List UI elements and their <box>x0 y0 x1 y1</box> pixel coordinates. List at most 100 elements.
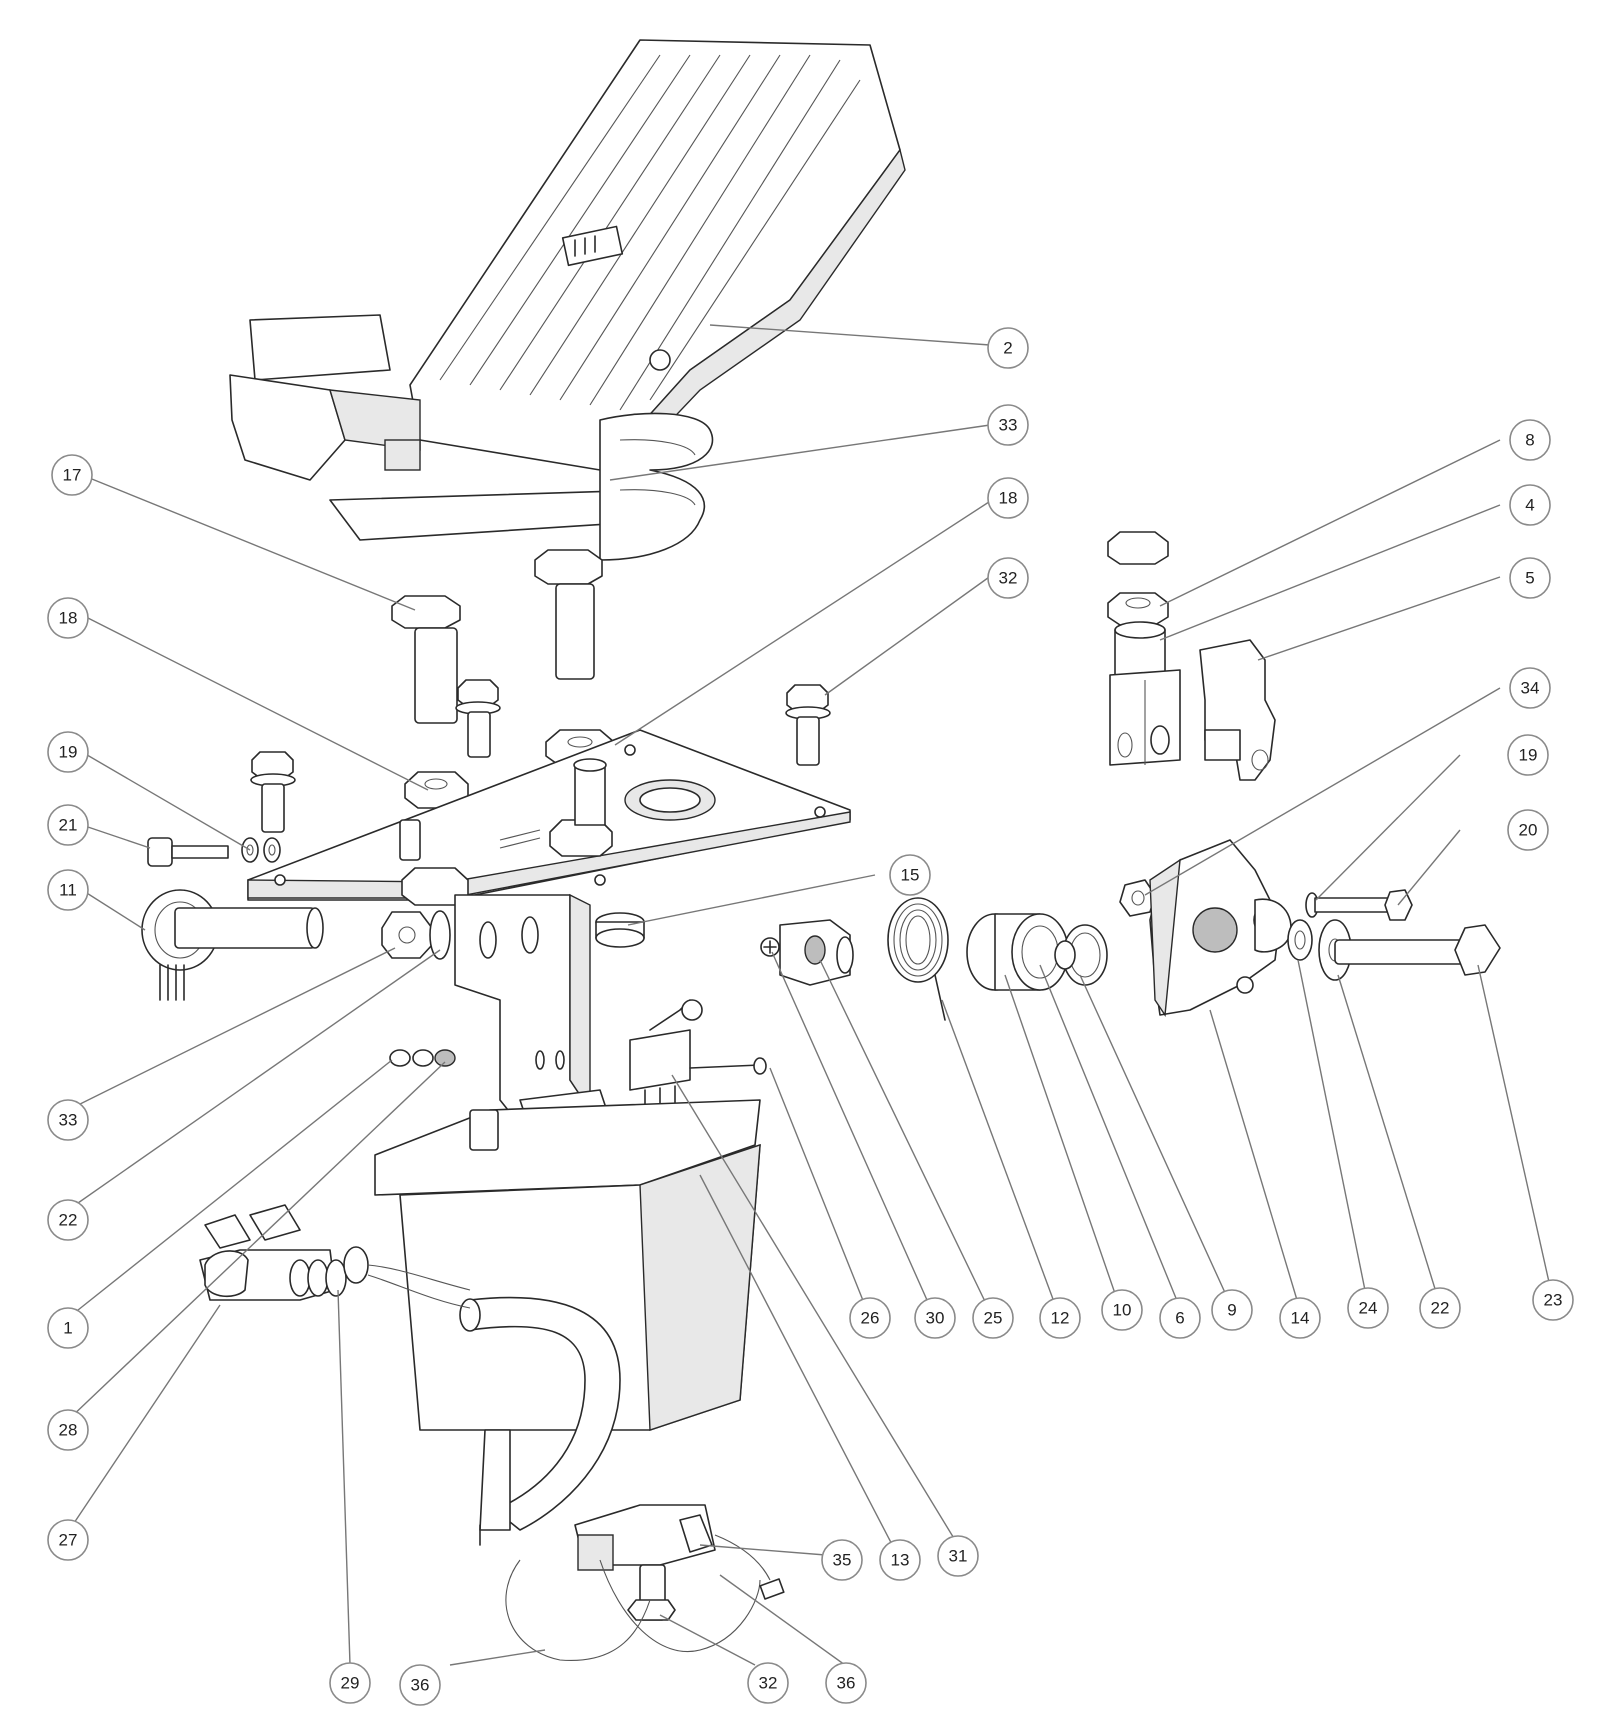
callout-circle <box>1211 1289 1253 1331</box>
callout-circle <box>1507 809 1549 851</box>
callout-label: 2 <box>1003 339 1012 358</box>
callout-label: 20 <box>1519 821 1538 840</box>
flange-bolt-left <box>250 751 296 833</box>
callout-label: 30 <box>926 1309 945 1328</box>
callout-12: 12 <box>1039 1297 1081 1339</box>
callout-31: 31 <box>937 1535 979 1577</box>
callout-28: 28 <box>47 1409 89 1451</box>
callout-9: 9 <box>1211 1289 1253 1331</box>
callout-10: 10 <box>1101 1289 1143 1331</box>
callout-13: 13 <box>879 1539 921 1581</box>
callout-label: 35 <box>833 1551 852 1570</box>
callout-label: 31 <box>949 1547 968 1566</box>
nut-8 <box>1107 592 1169 626</box>
lever-5 <box>1199 639 1276 781</box>
brand-logo <box>561 225 624 267</box>
callout-label: 33 <box>999 416 1018 435</box>
callout-32: 32 <box>747 1662 789 1704</box>
callout-circle <box>1159 1297 1201 1339</box>
callout-29: 29 <box>329 1662 371 1704</box>
bushing-10 <box>966 913 1069 991</box>
flange-bolt-small <box>455 679 501 758</box>
callout-label: 17 <box>63 466 82 485</box>
potentiometer <box>141 889 324 1001</box>
callout-circle <box>972 1297 1014 1339</box>
nut-34 <box>1119 879 1156 917</box>
callout-circle <box>47 1199 89 1241</box>
callout-32: 32 <box>987 557 1029 599</box>
leader-lines <box>67 324 1554 1666</box>
callout-17: 17 <box>51 454 93 496</box>
callout-label: 4 <box>1525 496 1534 515</box>
callout-circle <box>1509 667 1551 709</box>
callout-2: 2 <box>987 327 1029 369</box>
callout-36: 36 <box>825 1662 867 1704</box>
clevis-4 <box>1109 621 1181 766</box>
callout-label: 5 <box>1525 569 1534 588</box>
washers-19-left <box>241 837 281 863</box>
callout-circle <box>47 1099 89 1141</box>
callout-circle <box>914 1297 956 1339</box>
callout-label: 22 <box>1431 1299 1450 1318</box>
callout-4: 4 <box>1509 484 1551 526</box>
callout-circle <box>329 1662 371 1704</box>
callout-24: 24 <box>1347 1287 1389 1329</box>
small-nuts-28-1 <box>389 1049 456 1067</box>
callout-label: 15 <box>901 866 920 885</box>
callout-circle <box>987 477 1029 519</box>
callout-circle <box>47 869 89 911</box>
callout-label: 28 <box>59 1421 78 1440</box>
nut-8-top <box>1107 531 1169 565</box>
callout-label: 9 <box>1227 1301 1236 1320</box>
callout-label: 21 <box>59 816 78 835</box>
callout-label: 1 <box>63 1319 72 1338</box>
callout-label: 19 <box>1519 746 1538 765</box>
callout-label: 34 <box>1521 679 1540 698</box>
callout-label: 19 <box>59 743 78 762</box>
callout-19: 19 <box>1507 734 1549 776</box>
callout-circle <box>1347 1287 1389 1329</box>
bolt-long <box>534 549 603 680</box>
bottom-sensor-assembly <box>479 1504 785 1661</box>
callout-circle <box>747 1662 789 1704</box>
callout-circle <box>825 1662 867 1704</box>
callout-label: 33 <box>59 1111 78 1130</box>
callout-1: 1 <box>47 1307 89 1349</box>
screw-21 <box>147 837 229 867</box>
callout-label: 18 <box>59 609 78 628</box>
callout-circle <box>987 404 1029 446</box>
callout-22: 22 <box>47 1199 89 1241</box>
bearing-9 <box>1054 924 1108 986</box>
pedal-treadle <box>229 39 906 561</box>
callout-circle <box>821 1539 863 1581</box>
callout-22: 22 <box>1419 1287 1461 1329</box>
callout-circle <box>1279 1297 1321 1339</box>
callout-circle <box>987 327 1029 369</box>
callout-label: 36 <box>411 1676 430 1695</box>
callout-label: 24 <box>1359 1299 1378 1318</box>
callout-circle <box>47 731 89 773</box>
callout-18: 18 <box>47 597 89 639</box>
callout-circle <box>47 804 89 846</box>
callout-circle <box>1039 1297 1081 1339</box>
callout-circle <box>1509 484 1551 526</box>
callout-circle <box>47 1409 89 1451</box>
callout-label: 18 <box>999 489 1018 508</box>
callout-label: 25 <box>984 1309 1003 1328</box>
callout-label: 32 <box>759 1674 778 1693</box>
callout-label: 23 <box>1544 1291 1563 1310</box>
microswitch <box>629 999 767 1116</box>
connector-plug <box>199 1204 471 1309</box>
callout-36: 36 <box>399 1664 441 1706</box>
magnet-holder-25 <box>779 919 854 986</box>
gear-sector <box>1149 839 1292 1018</box>
callout-6: 6 <box>1159 1297 1201 1339</box>
callout-circle <box>1419 1287 1461 1329</box>
callout-15: 15 <box>889 854 931 896</box>
callout-34: 34 <box>1509 667 1551 709</box>
callout-label: 36 <box>837 1674 856 1693</box>
callout-label: 27 <box>59 1531 78 1550</box>
callout-33: 33 <box>47 1099 89 1141</box>
